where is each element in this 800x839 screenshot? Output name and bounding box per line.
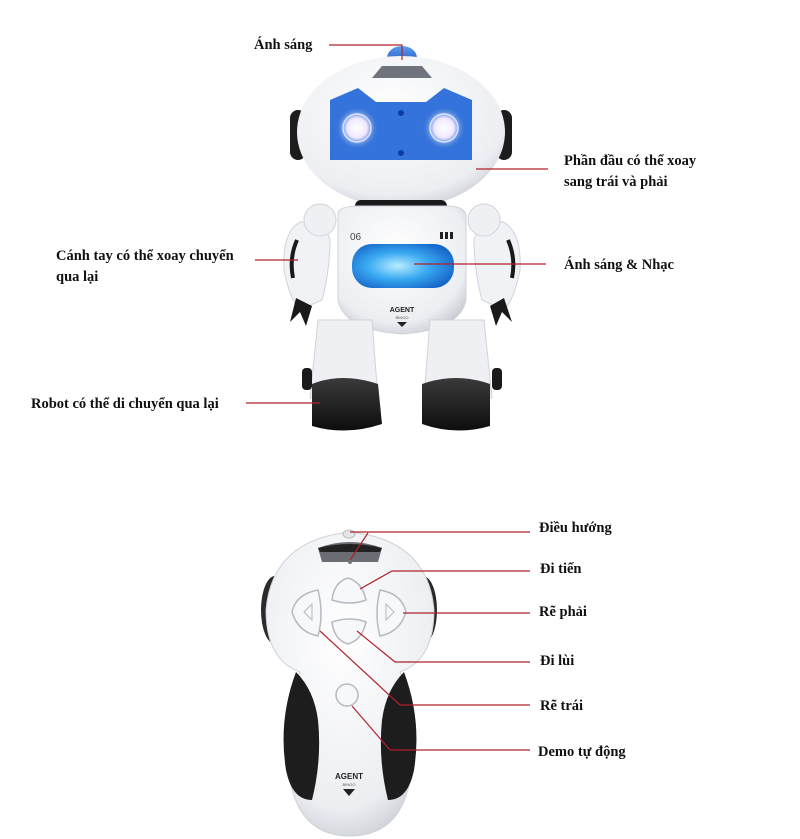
label-forward: Đi tiến [540, 561, 582, 577]
forward-button-icon [331, 577, 367, 604]
chest-number: 06 [350, 232, 362, 243]
leader-lines [246, 44, 548, 751]
turn-left-button-icon [291, 589, 322, 637]
label-arm-rotate-line2: qua lại [56, 269, 99, 285]
label-head-rotate-line1: Phần đầu có thể xoay [564, 153, 697, 169]
label-turn-right: Rẽ phải [539, 604, 587, 620]
left-foot [312, 378, 382, 431]
label-light-music: Ánh sáng & Nhạc [564, 257, 674, 273]
label-robot-move: Robot có thể di chuyển qua lại [31, 396, 219, 412]
label-turn-left: Rẽ trái [540, 698, 584, 714]
remote-illustration: AGENT BINGO [261, 529, 437, 837]
backward-button-icon [331, 618, 367, 645]
right-foot [422, 378, 490, 431]
demo-button-icon [335, 683, 359, 707]
label-navigation: Điều hướng [539, 520, 612, 536]
antenna-icon [342, 529, 356, 539]
label-demo: Demo tự động [538, 744, 626, 760]
robot-brand: AGENT [390, 307, 415, 314]
svg-text:BINGO: BINGO [396, 315, 409, 320]
remote-brand: AGENT [335, 772, 363, 781]
right-eye-light [422, 106, 466, 150]
turn-right-button-icon [376, 589, 407, 637]
label-arm-rotate-line1: Cánh tay có thể xoay chuyển [56, 248, 234, 264]
left-eye-light [335, 106, 379, 150]
svg-text:BINGO: BINGO [343, 782, 356, 787]
robot-illustration: 06 AGENT BINGO [283, 46, 521, 431]
label-backward: Đi lùi [540, 653, 575, 669]
chest-light [352, 244, 454, 288]
label-top-light: Ánh sáng [254, 37, 313, 53]
label-head-rotate-line2: sang trái và phải [564, 174, 668, 190]
